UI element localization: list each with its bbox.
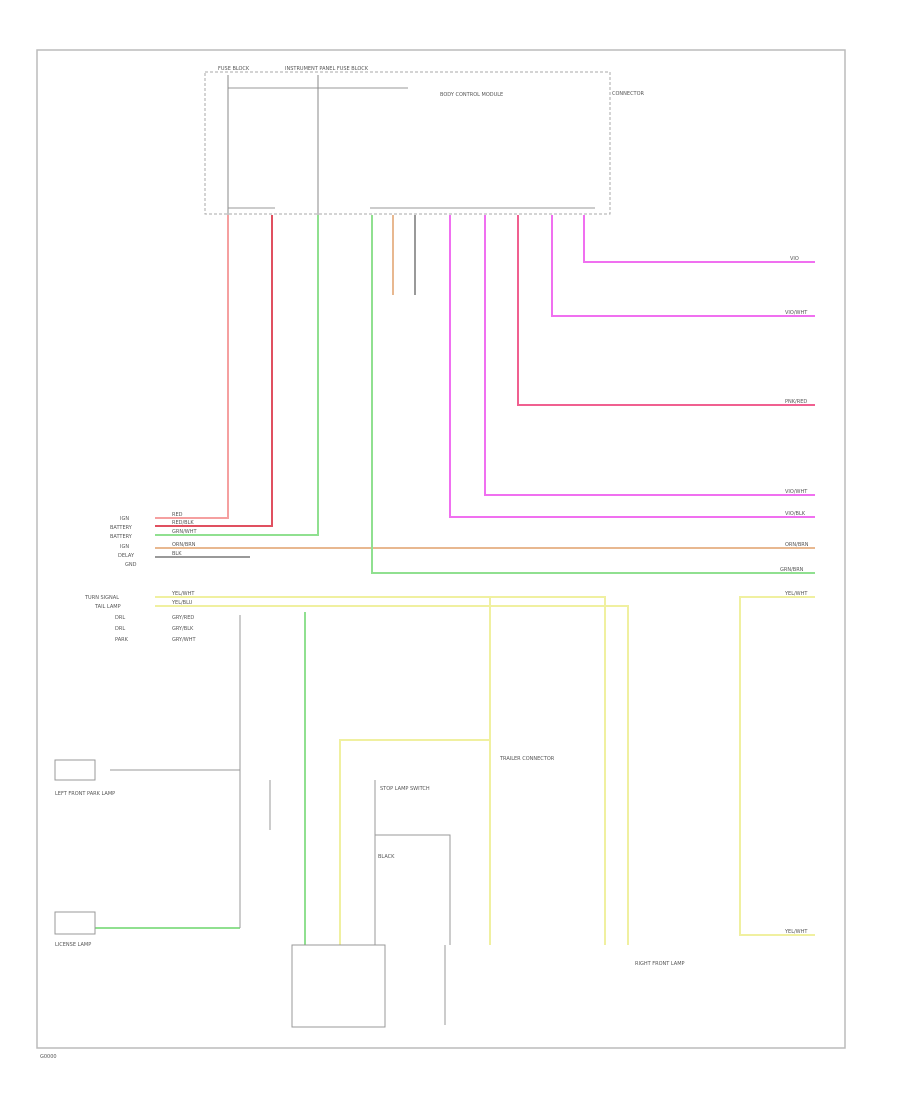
pin-label: TAIL LAMP xyxy=(94,604,121,610)
wire-label: PNK/RED xyxy=(785,399,807,405)
wire-label: RED xyxy=(172,512,183,518)
component-label: LEFT FRONT PARK LAMP xyxy=(55,791,115,797)
license-lamp-box xyxy=(54,911,96,935)
wire-label: RED/BLK xyxy=(172,520,194,526)
module-label: BODY CONTROL MODULE xyxy=(440,92,503,98)
park-lamp-box xyxy=(54,759,96,781)
component-label: RIGHT FRONT LAMP xyxy=(635,961,685,967)
pin-label: IGN xyxy=(120,516,129,522)
top-label: CONNECTOR xyxy=(612,91,645,97)
component-label: TRAILER CONNECTOR xyxy=(499,756,555,762)
wire-label: VIO/WHT xyxy=(785,310,808,316)
pin-label: DRL xyxy=(115,615,125,621)
wire-label: YEL/BLU xyxy=(171,600,193,606)
pin-label: DELAY xyxy=(118,553,135,559)
wire-label: VIO xyxy=(790,256,799,262)
pin-label: BATTERY xyxy=(110,525,133,531)
wire-label: GRN/BRN xyxy=(780,567,804,573)
footer-code: G0000 xyxy=(40,1054,57,1060)
wire-label: VIO/BLK xyxy=(785,511,806,517)
wire-label: YEL/WHT xyxy=(784,591,808,597)
top-label: FUSE BLOCK xyxy=(218,66,250,72)
wire-label: BLK xyxy=(172,551,182,557)
wire-label: ORN/BRN xyxy=(172,542,196,548)
wires-lower xyxy=(95,596,815,945)
component-label: BLACK xyxy=(378,854,395,860)
pin-label: PARK xyxy=(115,637,129,643)
top-label: INSTRUMENT PANEL FUSE BLOCK xyxy=(285,66,369,72)
wires-left xyxy=(155,215,815,574)
pin-label: IGN xyxy=(120,544,129,550)
component-label: LICENSE LAMP xyxy=(55,942,91,948)
wire-label: GRY/BLK xyxy=(172,626,194,632)
wire-label: ORN/BRN xyxy=(785,542,809,548)
component-label: STOP LAMP SWITCH xyxy=(380,786,430,792)
pin-label: DRL xyxy=(115,626,125,632)
wire-label: YEL/WHT xyxy=(171,591,195,597)
pin-label: TURN SIGNAL xyxy=(84,595,119,601)
module-box xyxy=(204,71,611,215)
wire-label: GRY/RED xyxy=(172,615,194,621)
diagram-border xyxy=(36,49,846,1049)
pin-label: GND xyxy=(125,562,137,568)
wire-label: VIO/WHT xyxy=(785,489,808,495)
wire-label: GRN/WHT xyxy=(172,529,197,535)
pin-label: BATTERY xyxy=(110,534,133,540)
wire-label: GRY/WHT xyxy=(172,637,196,643)
wire-label: YEL/WHT xyxy=(784,929,808,935)
lower-connector-box xyxy=(291,944,386,1028)
